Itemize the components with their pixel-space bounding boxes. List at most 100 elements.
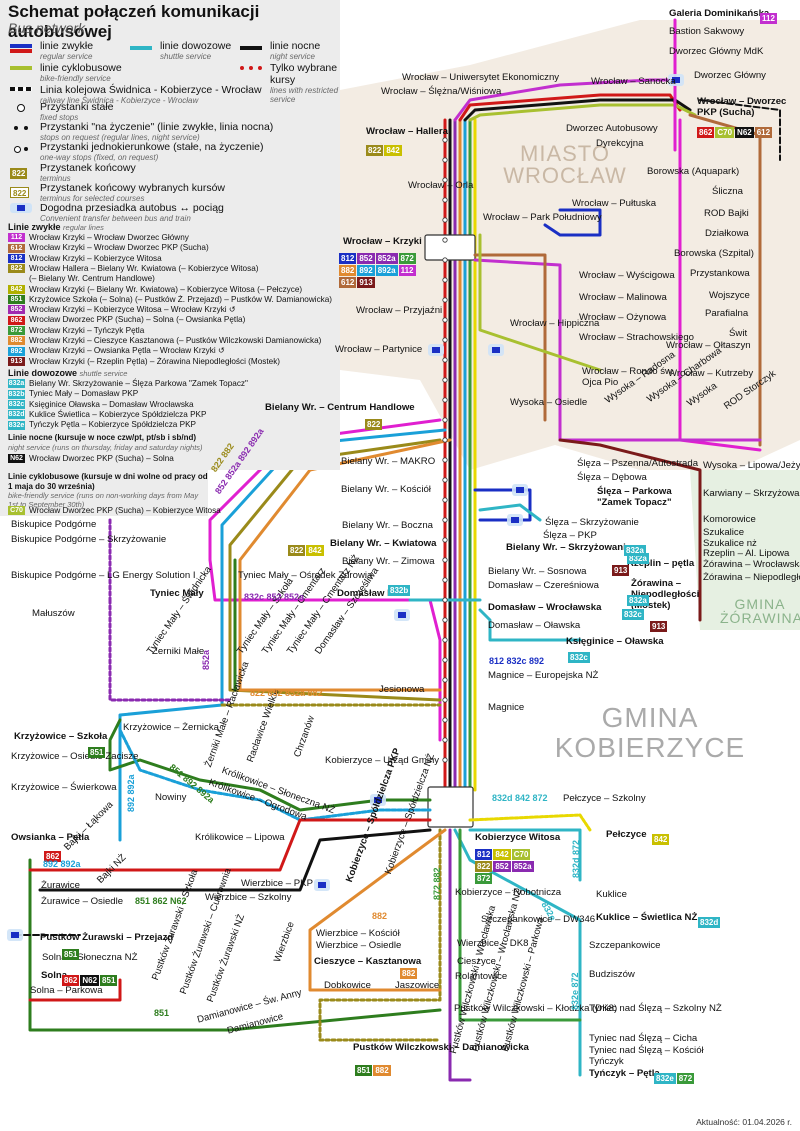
stop-label-komorowice: Komorowice bbox=[703, 514, 756, 525]
trunk-stop bbox=[442, 197, 448, 203]
line-label-ll_822_852_852a_882: 822 852 852a 882 bbox=[250, 688, 323, 698]
route-text: Wrocław Krzyki (– Bielany Wr. Kwiatowa) … bbox=[29, 284, 303, 294]
stop-label-krzyki: Wrocław – Krzyki bbox=[343, 236, 422, 247]
route-text: Wrocław Krzyki (– Rzeplin Pętla) – Żóraw… bbox=[29, 356, 281, 366]
stop-label-dobkowice: Dobkowice bbox=[324, 980, 371, 991]
stop-label-dzialkowa: Działkowa bbox=[705, 228, 749, 239]
trunk-stop bbox=[442, 757, 448, 763]
line-612-loop bbox=[473, 253, 547, 422]
terminus-badge: 882 bbox=[400, 968, 418, 979]
route-text: Bielany Wr. Skrzyżowanie – Ślęza Parkowa… bbox=[29, 379, 248, 388]
stop-label-tynszk: Tyniec nad Ślęzą – Szkolny NŻ bbox=[589, 1003, 722, 1014]
route-text: Wrocław Krzyki – Kobierzyce Witosa – Wro… bbox=[29, 305, 236, 315]
line-851-south bbox=[28, 858, 442, 1032]
bike-lines-heading: Linie cyklobusowe (kursuje w dni wolne o… bbox=[8, 472, 208, 491]
route-badge: 832b bbox=[8, 389, 25, 399]
line-C70-mid bbox=[478, 233, 602, 372]
trunk-stop bbox=[442, 657, 448, 663]
stop-label-kutrzeby: Wrocław – Kutrzeby bbox=[668, 368, 754, 379]
trunk-stop bbox=[442, 737, 448, 743]
stop-label-krzszk: Krzyżowice – Szkoła bbox=[14, 731, 108, 742]
night-lines-heading: Linie nocne (kursuje w noce czw/pt, pt/s… bbox=[8, 433, 197, 442]
trunk-stop bbox=[442, 177, 448, 183]
shuttle-swatch bbox=[130, 46, 152, 50]
stop-label-dwglmdk: Dworzec Główny MdK bbox=[669, 46, 764, 57]
route-text: Wrocław Krzyki – Cieszyce Kasztanowa (– … bbox=[29, 336, 322, 345]
stop-label-cieszyce: Cieszyce bbox=[457, 956, 496, 967]
stop-label-krolipowa: Królikowice – Lipowa bbox=[195, 832, 285, 843]
trunk-stop bbox=[442, 237, 448, 243]
stop-label-bielany_ch: Bielany Wr. – Centrum Handlowe bbox=[265, 402, 415, 413]
bike-lines-heading-en: bike-friendly service (runs on non-worki… bbox=[8, 491, 199, 509]
terminus-badge: 913 bbox=[612, 565, 630, 576]
badge-group-14: 832b bbox=[388, 580, 411, 598]
badge-group-10: 832a bbox=[627, 590, 650, 608]
stop-label-galeria: Galeria Dominikańska bbox=[669, 8, 770, 19]
badge-group-17: 851 bbox=[62, 944, 80, 962]
stop-label-swierkowa: Krzyżowice – Świerkowa bbox=[11, 782, 117, 793]
terminus-badge: N62 bbox=[80, 975, 100, 986]
stop-label-hippiczna: Wrocław – Hippiczna bbox=[510, 318, 600, 329]
stop-label-bielskrz: Bielany Wr. – Skrzyżowanie bbox=[506, 542, 632, 553]
stop-label-lg: Biskupice Podgórne – LG Energy Solution … bbox=[11, 570, 196, 581]
stop-label-robotnicza: Kobierzyce – Robotnicza bbox=[455, 887, 562, 898]
terminus-badge: 842 bbox=[493, 849, 511, 860]
stop-label-rzeplin: Rzeplin – pętla bbox=[627, 558, 695, 569]
terminus-badge: 832a bbox=[627, 595, 649, 606]
badge-group-9: 913 bbox=[612, 560, 630, 578]
shuttle-lines-heading: Linie dowozowe shuttle service bbox=[8, 368, 128, 378]
stop-label-makro: Bielany Wr. – MAKRO bbox=[341, 456, 436, 467]
stop-label-zacisze: Krzyżowice – Osiedle Zacisze bbox=[11, 751, 139, 762]
stop-label-cieszkaszt: Cieszyce – Kasztanowa bbox=[314, 956, 422, 967]
train-icon-2 bbox=[516, 487, 524, 493]
trunk-stop bbox=[442, 137, 448, 143]
terminus-badge: 892 bbox=[357, 265, 375, 276]
train-icon-8 bbox=[432, 347, 440, 353]
stop-label-parafialna: Parafialna bbox=[705, 308, 749, 319]
stop-label-rondo: Wrocław – Rondo św. Ojca Pio bbox=[582, 366, 675, 388]
stop-label-solnasl: Solna – Słoneczna NŻ bbox=[42, 952, 138, 963]
stop-label-dompkp: Domasław PKP bbox=[337, 588, 407, 599]
terminus-badge: C70 bbox=[511, 849, 531, 860]
trunk-stop bbox=[442, 557, 448, 563]
request-stop-swatch-2 bbox=[24, 126, 28, 130]
trunk-stop bbox=[442, 357, 448, 363]
stop-label-tyniecm: Tyniec Mały bbox=[150, 588, 204, 599]
terminus-badge: 842 bbox=[306, 545, 324, 556]
badge-group-13: 832c bbox=[568, 647, 591, 665]
route-text: Wrocław Dworzec PKP (Sucha) – Kobierzyce… bbox=[29, 506, 221, 515]
train-icon-0 bbox=[672, 77, 680, 83]
terminus-badge: 862 bbox=[44, 851, 62, 862]
stop-label-parkpld: Wrocław – Park Południowy bbox=[483, 212, 602, 223]
trunk-stop bbox=[442, 317, 448, 323]
terminus-badge: 852 bbox=[357, 253, 375, 264]
stop-label-tynczyk: Tyńczyk bbox=[589, 1056, 624, 1067]
map-title: Schemat połączeń komunikacji autobusowej bbox=[8, 2, 260, 41]
stop-label-slezna: Wrocław – Ślężna/Wiśniowa bbox=[381, 86, 502, 97]
route-badge: 612 bbox=[8, 243, 25, 253]
terminus-badge: 842 bbox=[384, 145, 402, 156]
stop-label-malinowa: Wrocław – Malinowa bbox=[579, 292, 667, 303]
line-892a-nowiny bbox=[118, 728, 432, 822]
stop-label-dyrekcyjna: Dyrekcyjna bbox=[596, 138, 644, 149]
line-862-west bbox=[28, 818, 432, 872]
badge-group-11: 913 bbox=[650, 616, 668, 634]
trunk-stop bbox=[442, 637, 448, 643]
